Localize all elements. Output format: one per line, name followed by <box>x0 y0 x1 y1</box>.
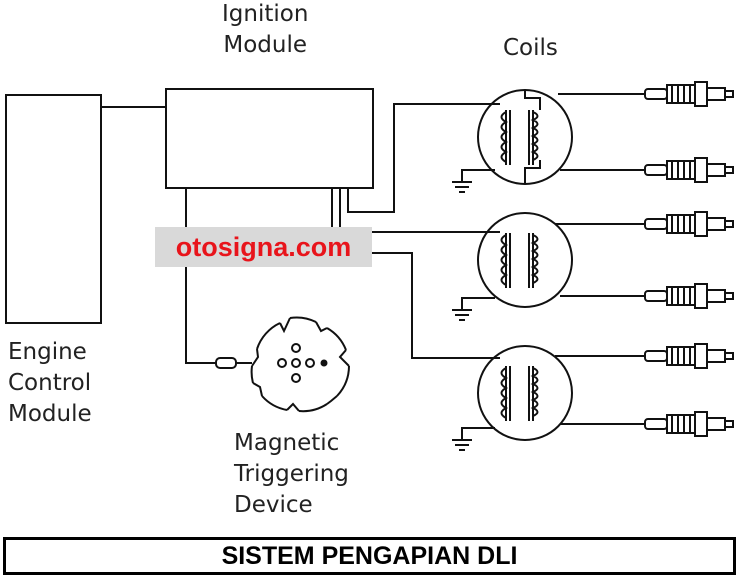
engine-control-module-box <box>5 94 102 324</box>
coil3-wire <box>331 188 500 359</box>
spark-plug-3 <box>644 211 734 237</box>
footer-title: SISTEM PENGAPIAN DLI <box>3 537 736 575</box>
watermark-label: otosigna.com <box>155 227 372 267</box>
coils-label: Coils <box>503 35 558 61</box>
ground-icon <box>452 309 472 321</box>
ignition-module-box <box>165 88 374 189</box>
spark-plug-5 <box>644 343 734 369</box>
ground-icon <box>452 439 472 451</box>
spark-plug-6 <box>644 411 734 437</box>
coil3-ground-wire <box>461 427 495 440</box>
coil-3 <box>452 345 645 451</box>
spark-plug-1 <box>644 81 734 107</box>
magnetic-trigger-wheel <box>250 316 350 413</box>
magnetic-triggering-device-label: Magnetic Triggering Device <box>234 430 349 518</box>
coil-1 <box>452 89 645 193</box>
trigger-wire <box>185 188 216 364</box>
coil1-wire <box>347 103 500 213</box>
coil2-wire <box>339 188 500 233</box>
spark-plug-2 <box>644 157 734 183</box>
ground-icon <box>452 181 472 193</box>
ignition-module-label: Ignition Module <box>222 1 309 58</box>
coil-2 <box>452 212 645 321</box>
trigger-connector <box>215 357 237 369</box>
engine-control-module-label: Engine Control Module <box>8 339 92 427</box>
spark-plug-4 <box>644 283 734 309</box>
coil2-ground-wire <box>461 297 495 310</box>
coil1-ground-wire <box>461 169 495 182</box>
